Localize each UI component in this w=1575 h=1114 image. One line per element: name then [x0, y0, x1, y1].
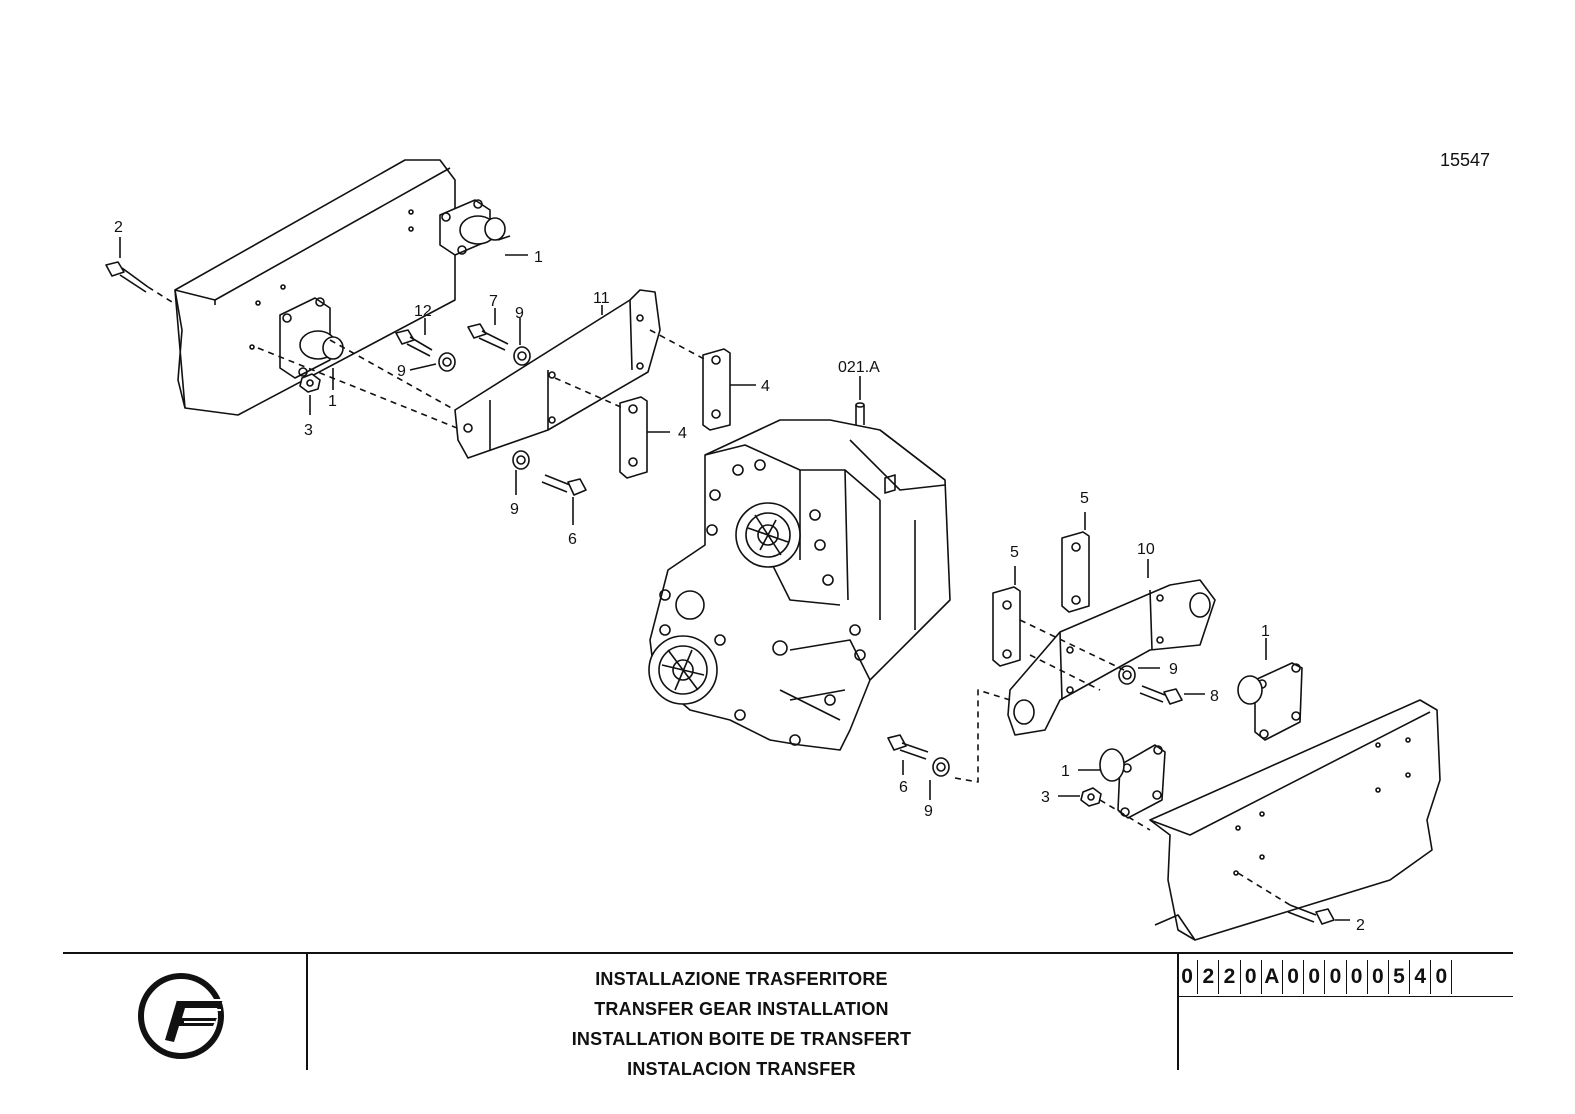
bracket-10: [1007, 579, 1216, 736]
bolt-6-lower: [887, 734, 929, 760]
part-label: 6: [899, 779, 908, 796]
code-char: 2: [1219, 960, 1241, 994]
part-label: 10: [1137, 541, 1155, 558]
title-block-top-border: [63, 952, 1513, 954]
silent-block-upper: [439, 199, 511, 256]
title-italian: INSTALLAZIONE TRASFERITORE: [595, 969, 888, 989]
part-label: 8: [1210, 688, 1219, 705]
code-char: 0: [1325, 960, 1347, 994]
spacer-4-upper: [702, 348, 731, 431]
title-block-divider-left: [306, 952, 308, 1070]
washer-9-b: [438, 352, 456, 372]
part-label: 9: [924, 803, 933, 820]
part-label: 3: [304, 422, 313, 439]
part-label: 2: [1356, 917, 1365, 934]
code-char: 0: [1347, 960, 1368, 994]
title-french: INSTALLATION BOITE DE TRANSFERT: [571, 1029, 912, 1049]
part-label: 9: [515, 305, 524, 322]
part-label: 7: [489, 293, 498, 310]
part-label: 1: [1061, 763, 1070, 780]
bolt-7: [467, 323, 509, 351]
bracket-11: [454, 289, 661, 459]
code-char: 2: [1198, 960, 1220, 994]
spacer-4-lower: [619, 396, 648, 479]
part-label: 4: [678, 425, 687, 442]
part-label: 6: [568, 531, 577, 548]
code-char: 5: [1389, 960, 1411, 994]
code-underline: [1177, 996, 1513, 997]
bolt-6-upper: [541, 474, 587, 496]
code-char: 0: [1431, 960, 1453, 994]
code-char: A: [1262, 960, 1283, 994]
part-label: 3: [1041, 789, 1050, 806]
code-char: 0: [1304, 960, 1326, 994]
drawing-code: 0 2 2 0 A 0 0 0 0 0 5 4 0: [1177, 960, 1453, 994]
part-label: 9: [1169, 661, 1178, 678]
code-char: 4: [1410, 960, 1432, 994]
nut-3-left: [299, 373, 321, 393]
title-block-titles: INSTALLAZIONE TRASFERITORE TRANSFER GEAR…: [306, 964, 1177, 1084]
silent-block-lower-right-a: [1237, 662, 1303, 741]
spacer-5-left: [992, 586, 1021, 667]
assembly-callout: 021.A: [838, 359, 880, 376]
part-labels: 1 1 1 1 2 2 3 3 4 4 5 5 6 6 7 8 9 9 9 9 …: [114, 219, 1365, 934]
part-label: 4: [761, 378, 770, 395]
bolt-2-right: [1287, 904, 1335, 925]
part-label: 12: [414, 303, 432, 320]
part-label: 2: [114, 219, 123, 236]
washer-9-a: [513, 346, 531, 366]
part-label: 11: [593, 290, 610, 307]
title-spanish: INSTALACION TRANSFER: [627, 1059, 856, 1079]
part-label: 1: [1261, 623, 1270, 640]
code-char: 0: [1241, 960, 1262, 994]
drawing-reference-number: 15547: [1440, 150, 1491, 170]
washer-9-e: [932, 757, 950, 777]
part-label: 9: [510, 501, 519, 518]
silent-block-lower-right-b: [1099, 744, 1166, 819]
spacer-5-right: [1061, 531, 1090, 613]
silent-block-lower: [279, 297, 344, 379]
part-label: 1: [328, 393, 337, 410]
bolt-8: [1139, 685, 1183, 705]
part-label: 9: [397, 363, 406, 380]
part-label: 1: [534, 249, 543, 266]
right-frame-rail: [1149, 699, 1441, 941]
washer-9-c: [512, 450, 530, 470]
left-frame-rail: [174, 159, 456, 416]
code-char: 0: [1177, 960, 1199, 994]
title-english: TRANSFER GEAR INSTALLATION: [594, 999, 889, 1019]
company-logo-icon: [138, 973, 224, 1059]
transfer-gearbox: [648, 402, 951, 751]
part-label: 5: [1010, 544, 1019, 561]
title-block-divider-right: [1177, 952, 1179, 1070]
part-label: 5: [1080, 490, 1089, 507]
bolt-12: [395, 329, 433, 357]
code-char: 0: [1283, 960, 1305, 994]
washer-9-d: [1118, 665, 1136, 685]
nut-3-right: [1080, 787, 1102, 807]
bolt-2-left: [105, 261, 173, 303]
code-char: 0: [1368, 960, 1389, 994]
